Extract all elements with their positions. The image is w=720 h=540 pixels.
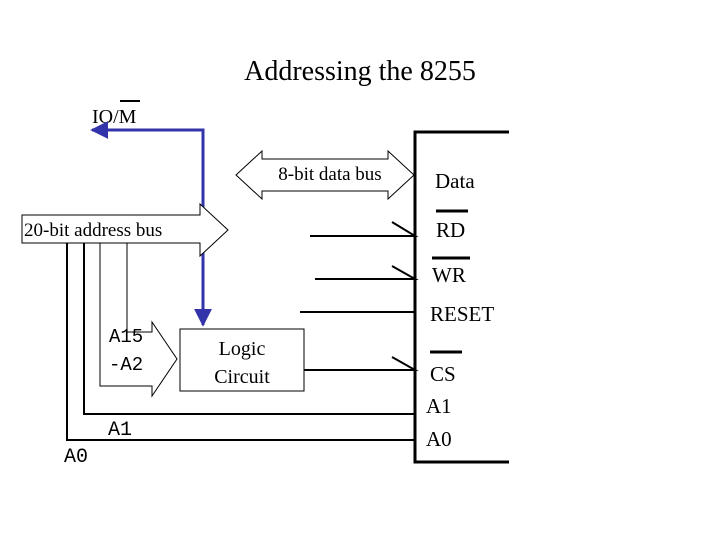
logic-circuit-label-2: Circuit — [214, 366, 270, 388]
address-bus-label: 20-bit address bus — [24, 220, 162, 241]
chip-8255-body — [413, 130, 509, 464]
io-m-line — [90, 121, 212, 327]
pin-rd-label: RD — [436, 218, 465, 242]
pin-reset-label: RESET — [430, 302, 494, 326]
page-title: Addressing the 8255 — [244, 56, 476, 87]
a15-label: A15 — [109, 326, 143, 348]
a0-left-label: A0 — [64, 446, 88, 469]
rd-input-mark — [391, 221, 419, 237]
data-bus-label: 8-bit data bus — [278, 164, 381, 185]
address-bus-arrow — [21, 202, 229, 258]
logic-circuit-box — [179, 328, 305, 392]
pin-cs-label: CS — [430, 362, 456, 386]
a1-line — [83, 243, 415, 415]
pin-a0-label: A0 — [426, 427, 452, 451]
io-m-label: IO/M — [92, 106, 137, 128]
a0-line — [66, 243, 415, 441]
pin-wr-label: WR — [432, 263, 466, 287]
cs-input-mark — [391, 356, 419, 371]
pin-data-label: Data — [435, 169, 475, 193]
logic-circuit-label-1: Logic — [219, 338, 266, 360]
a15-a2-arrow — [99, 242, 178, 398]
wr-input-mark — [391, 265, 419, 280]
a2-label: -A2 — [109, 354, 143, 376]
a1-left-label: A1 — [108, 419, 132, 442]
pin-a1-label: A1 — [426, 394, 452, 418]
